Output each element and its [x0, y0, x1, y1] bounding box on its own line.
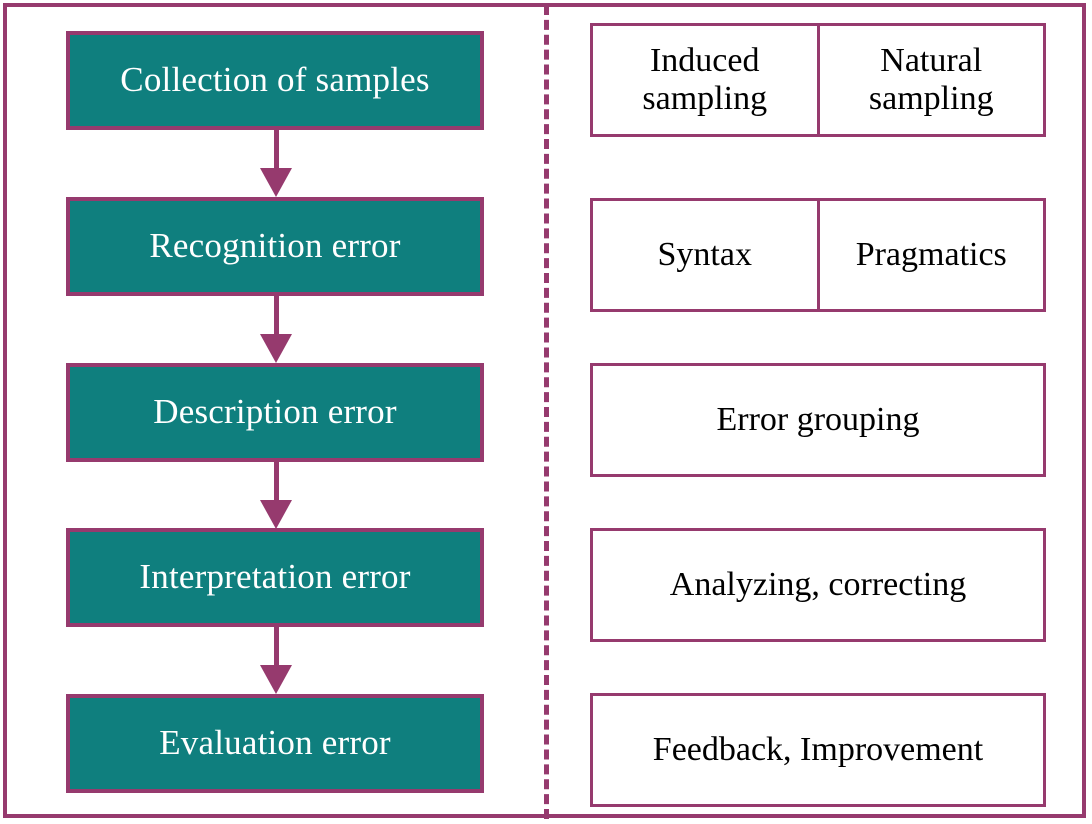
stage-label: Collection of samples — [120, 60, 430, 100]
descriptor-cell-induced-sampling[interactable]: Induced sampling — [642, 41, 768, 117]
descriptor-row-description: Error grouping — [590, 363, 1046, 477]
arrow-shaft — [274, 627, 279, 671]
descriptor-cell-syntax[interactable]: Syntax — [657, 235, 752, 273]
arrow-down-icon-1 — [260, 130, 292, 197]
descriptor-cell-error-grouping[interactable]: Error grouping — [716, 400, 920, 438]
descriptor-cell-feedback-improvement[interactable]: Feedback, Improvement — [652, 730, 984, 768]
stage-box-recognition-error[interactable]: Recognition error — [66, 197, 484, 296]
descriptor-row-recognition: Syntax Pragmatics — [590, 198, 1046, 312]
column-divider-dashed-line — [544, 5, 549, 819]
arrow-down-icon-2 — [260, 296, 292, 363]
descriptor-row-interpretation: Analyzing, correcting — [590, 528, 1046, 642]
arrow-down-icon-3 — [260, 462, 292, 529]
descriptor-row-sampling: Induced sampling Natural sampling — [590, 23, 1046, 137]
stage-label: Description error — [153, 392, 397, 432]
stage-label: Interpretation error — [139, 557, 411, 597]
stage-box-collection-of-samples[interactable]: Collection of samples — [66, 31, 484, 130]
stage-box-interpretation-error[interactable]: Interpretation error — [66, 528, 484, 627]
arrow-head — [260, 334, 292, 363]
arrow-shaft — [274, 462, 279, 506]
stage-box-evaluation-error[interactable]: Evaluation error — [66, 694, 484, 793]
arrow-shaft — [274, 130, 279, 174]
arrow-head — [260, 168, 292, 197]
arrow-shaft — [274, 296, 279, 340]
descriptor-cell-pragmatics[interactable]: Pragmatics — [816, 201, 1044, 309]
descriptor-row-evaluation: Feedback, Improvement — [590, 693, 1046, 807]
stage-label: Evaluation error — [159, 723, 391, 763]
stage-box-description-error[interactable]: Description error — [66, 363, 484, 462]
arrow-down-icon-4 — [260, 627, 292, 694]
descriptor-cell-analyzing-correcting[interactable]: Analyzing, correcting — [669, 565, 967, 603]
stage-label: Recognition error — [149, 226, 401, 266]
arrow-head — [260, 500, 292, 529]
descriptor-cell-natural-sampling[interactable]: Natural sampling — [816, 26, 1044, 134]
arrow-head — [260, 665, 292, 694]
